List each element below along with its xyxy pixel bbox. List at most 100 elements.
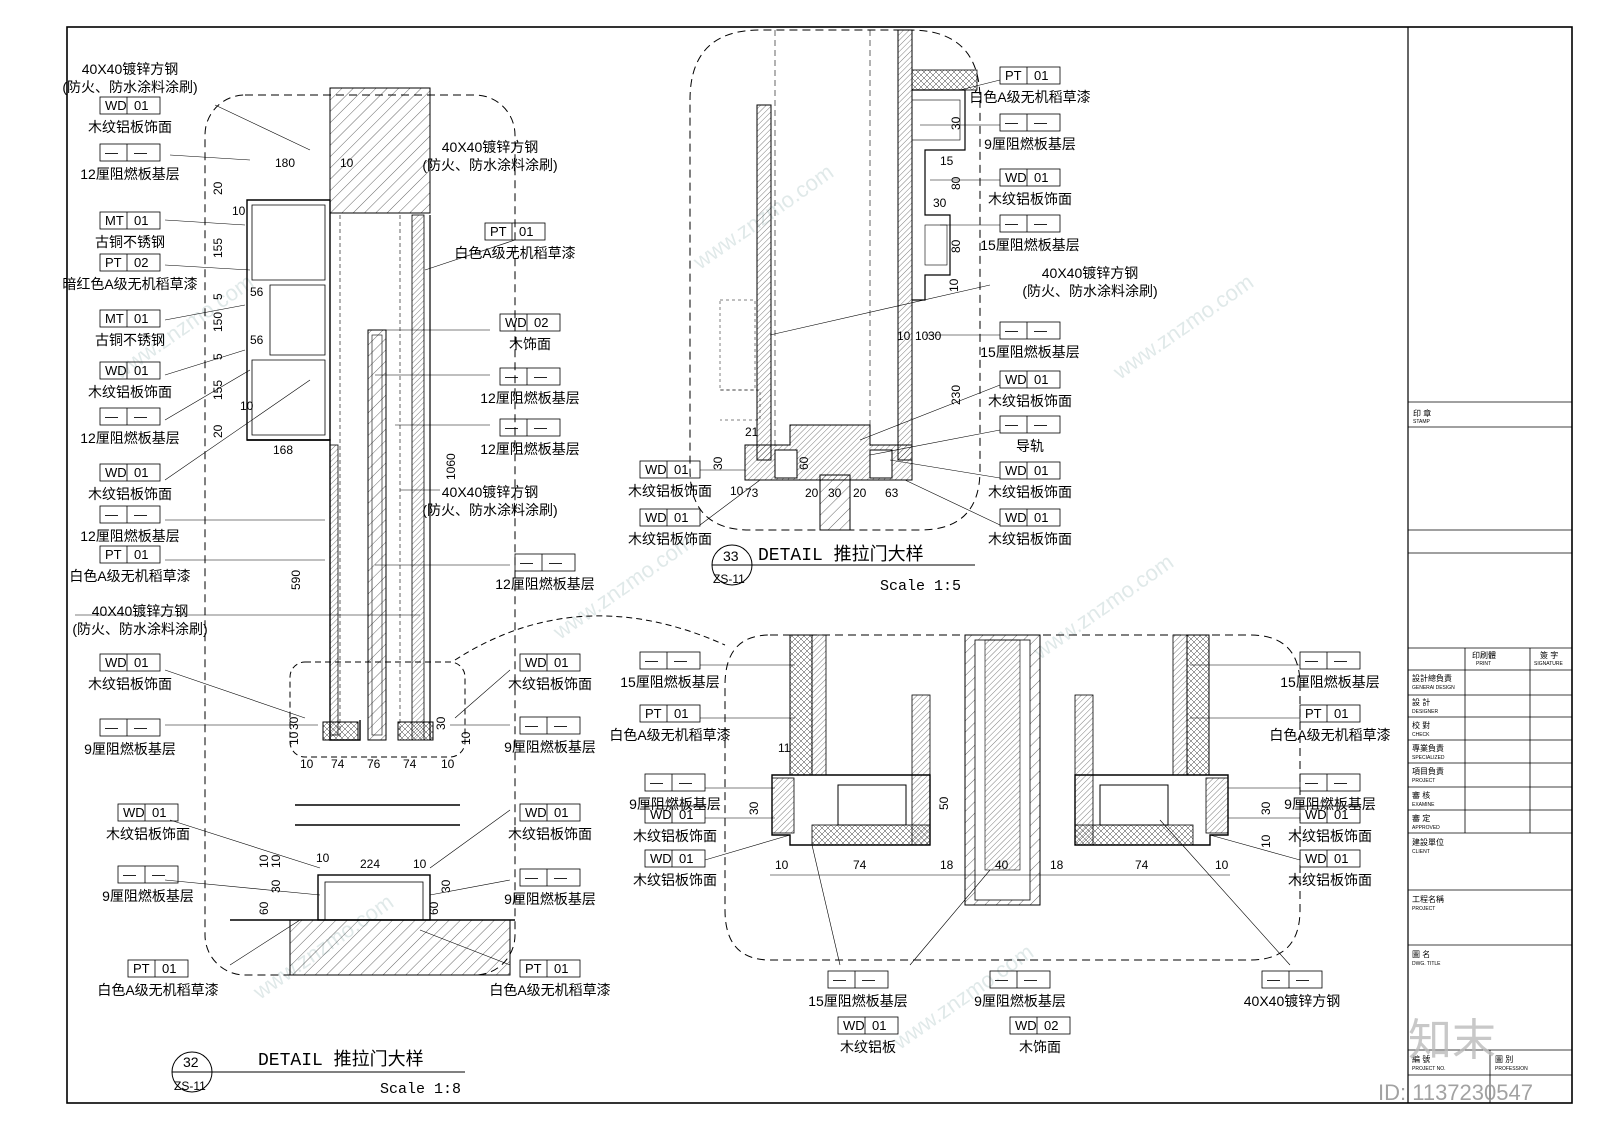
callout-name: 木纹铝板饰面: [88, 119, 172, 135]
callout-name: 40X40镀锌方钢: [442, 484, 538, 500]
callout-name: 木纹铝板饰面: [628, 531, 712, 547]
callout-number: —: [679, 775, 692, 790]
svg-text:10: 10: [340, 156, 354, 170]
svg-text:20: 20: [211, 181, 225, 195]
svg-text:155: 155: [211, 238, 225, 258]
plan-detail-dimensions: 11 30 10 74 18 40 18 74 10 50 30 10: [747, 741, 1273, 872]
callout-d32-left-13: (防火、防水涂料涂刷): [72, 621, 207, 637]
callout-name: 木纹铝板饰面: [988, 484, 1072, 500]
callout-d32-right-4: ——12厘阻燃板基层: [480, 367, 580, 406]
callout-code: —: [505, 369, 518, 384]
callout-name: 白色A级无机稻草漆: [609, 727, 730, 743]
svg-text:工程名稱: 工程名稱: [1412, 894, 1444, 904]
callout-number: —: [152, 867, 165, 882]
callout-number: —: [554, 718, 567, 733]
callout-name: 9厘阻燃板基层: [504, 891, 596, 907]
callout-number: 02: [1044, 1018, 1058, 1033]
callout-name: 白色A级无机稻草漆: [69, 568, 190, 584]
svg-text:56: 56: [250, 333, 264, 347]
svg-text:PROFESSION: PROFESSION: [1495, 1066, 1528, 1072]
svg-text:APPROVED: APPROVED: [1412, 825, 1440, 831]
svg-text:設計總負責: 設計總負責: [1412, 673, 1452, 683]
callout-name: 木纹铝板饰面: [88, 384, 172, 400]
svg-text:PROJECT: PROJECT: [1412, 906, 1435, 912]
callout-name: 40X40镀锌方钢: [1042, 265, 1138, 281]
callout-d32-left-1: (防火、防水涂料涂刷): [62, 79, 197, 95]
callout-d32-left-8: ——12厘阻燃板基层: [80, 407, 180, 446]
svg-text:30: 30: [933, 196, 947, 210]
svg-text:Scale 1:5: Scale 1:5: [880, 578, 961, 595]
svg-text:11: 11: [778, 741, 791, 755]
callout-code: WD: [105, 465, 127, 480]
svg-text:30: 30: [287, 716, 301, 730]
detail-32-title: 32 ZS-11 DETAIL 推拉门大样 Scale 1:8: [171, 1049, 465, 1098]
callout-number: 02: [134, 255, 148, 270]
callout-number: 01: [519, 224, 533, 239]
callout-name: 白色A级无机稻草漆: [969, 89, 1090, 105]
svg-text:建設單位: 建設單位: [1412, 837, 1444, 847]
callout-number: —: [1334, 775, 1347, 790]
callout-name: 12厘阻燃板基层: [495, 576, 595, 592]
callout-code: WD: [843, 1018, 865, 1033]
callout-number: 01: [554, 805, 568, 820]
svg-text:74: 74: [403, 757, 417, 771]
callout-code: —: [1305, 775, 1318, 790]
callout-code: —: [1005, 417, 1018, 432]
callout-name: 木纹铝板饰面: [633, 828, 717, 844]
callout-code: PT: [105, 547, 122, 562]
svg-text:審 核: 審 核: [1412, 790, 1430, 800]
callout-name: (防火、防水涂料涂刷): [72, 621, 207, 637]
callout-name: 12厘阻燃板基层: [80, 166, 180, 182]
svg-text:50: 50: [937, 796, 951, 810]
svg-text:30: 30: [928, 329, 942, 343]
callout-code: WD: [645, 462, 667, 477]
callout-name: 木纹铝板饰面: [633, 872, 717, 888]
callout-plan-right-2: ——9厘阻燃板基层: [1284, 773, 1376, 812]
svg-text:74: 74: [1135, 858, 1149, 872]
callout-number: —: [1334, 653, 1347, 668]
callout-code: —: [1005, 323, 1018, 338]
callout-code: PT: [490, 224, 507, 239]
svg-text:印 章: 印 章: [1413, 408, 1431, 418]
callout-name: 15厘阻燃板基层: [980, 344, 1080, 360]
callout-code: PT: [645, 706, 662, 721]
callout-number: —: [549, 555, 562, 570]
svg-text:校 對: 校 對: [1412, 720, 1430, 730]
svg-text:30: 30: [711, 456, 725, 470]
callout-number: —: [1024, 972, 1037, 987]
callout-d32-right-12: — — 9厘阻燃板基层: [504, 868, 596, 907]
callout-number: —: [134, 145, 147, 160]
callout-name: 15厘阻燃板基层: [808, 993, 908, 1009]
svg-text:簽 字: 簽 字: [1540, 650, 1558, 660]
callout-code: —: [650, 775, 663, 790]
callout-code: —: [833, 972, 846, 987]
callout-code: —: [105, 507, 118, 522]
svg-text:15: 15: [940, 154, 954, 168]
callout-d32-right-5: ——12厘阻燃板基层: [480, 418, 580, 457]
callout-name: 木纹铝板饰面: [628, 483, 712, 499]
callout-number: —: [554, 870, 567, 885]
svg-text:10: 10: [947, 278, 961, 292]
callout-d32-left-10: ——12厘阻燃板基层: [80, 505, 180, 544]
callout-d32-right-8: ——12厘阻燃板基层: [495, 553, 595, 592]
callout-d32-left-12: 40X40镀锌方钢: [92, 603, 188, 619]
callout-name: 40X40镀锌方钢: [92, 603, 188, 619]
callout-number: —: [134, 409, 147, 424]
callout-code: WD: [525, 805, 547, 820]
callout-code: —: [525, 870, 538, 885]
callout-number: —: [1034, 323, 1047, 338]
callout-name: 9厘阻燃板基层: [984, 136, 1076, 152]
callout-code: —: [1267, 972, 1280, 987]
svg-text:專業負責: 專業負責: [1412, 743, 1444, 753]
callout-code: —: [105, 145, 118, 160]
